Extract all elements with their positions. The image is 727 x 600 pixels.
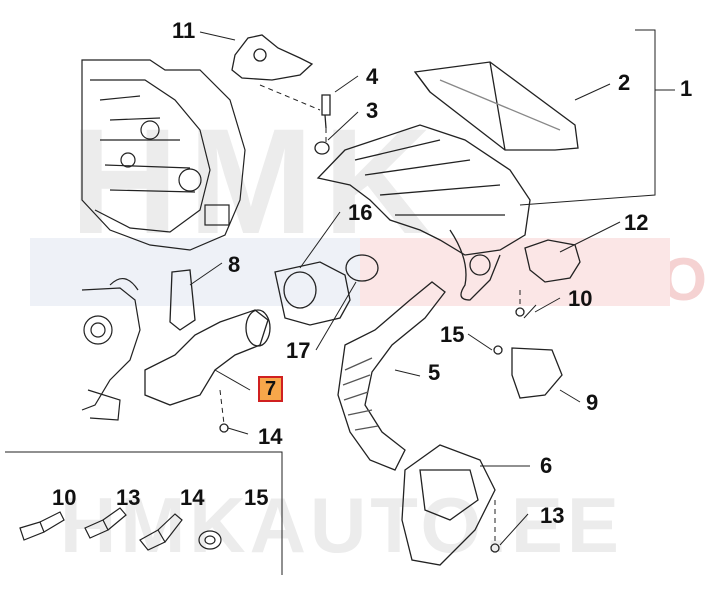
part-number-15: 15	[440, 322, 465, 347]
part-number-17: 17	[286, 338, 311, 363]
legend-number-13: 13	[116, 485, 141, 510]
part-number-9: 9	[586, 390, 599, 415]
watermark-band-red	[360, 238, 670, 306]
part-number-11: 11	[172, 18, 196, 43]
part-number-14: 14	[258, 424, 283, 449]
part-number-13: 13	[540, 503, 565, 528]
part-number-6: 6	[540, 453, 553, 478]
part-number-5: 5	[428, 360, 441, 385]
part-number-4: 4	[366, 64, 379, 89]
dashed-leaders	[219, 84, 521, 545]
part-number-12: 12	[624, 210, 649, 235]
pipes-and-parts	[144, 34, 581, 566]
part-number-1: 1	[680, 76, 693, 101]
watermark-site: HMKAUTO.EE	[60, 481, 623, 569]
legend-number-14: 14	[180, 485, 205, 510]
part-number-2: 2	[618, 70, 631, 95]
legend-fasteners	[19, 507, 222, 551]
part-number-10: 10	[568, 286, 593, 311]
part-number-8: 8	[228, 252, 241, 277]
leader-lines	[189, 29, 675, 546]
part-number-7-highlighted: 7	[258, 376, 284, 402]
part-number-3: 3	[366, 98, 379, 123]
legend-border	[5, 451, 283, 575]
part-number-16: 16	[348, 200, 373, 225]
legend-number-10: 10	[52, 485, 77, 510]
legend-number-15: 15	[244, 485, 269, 510]
engine-block	[81, 59, 246, 421]
